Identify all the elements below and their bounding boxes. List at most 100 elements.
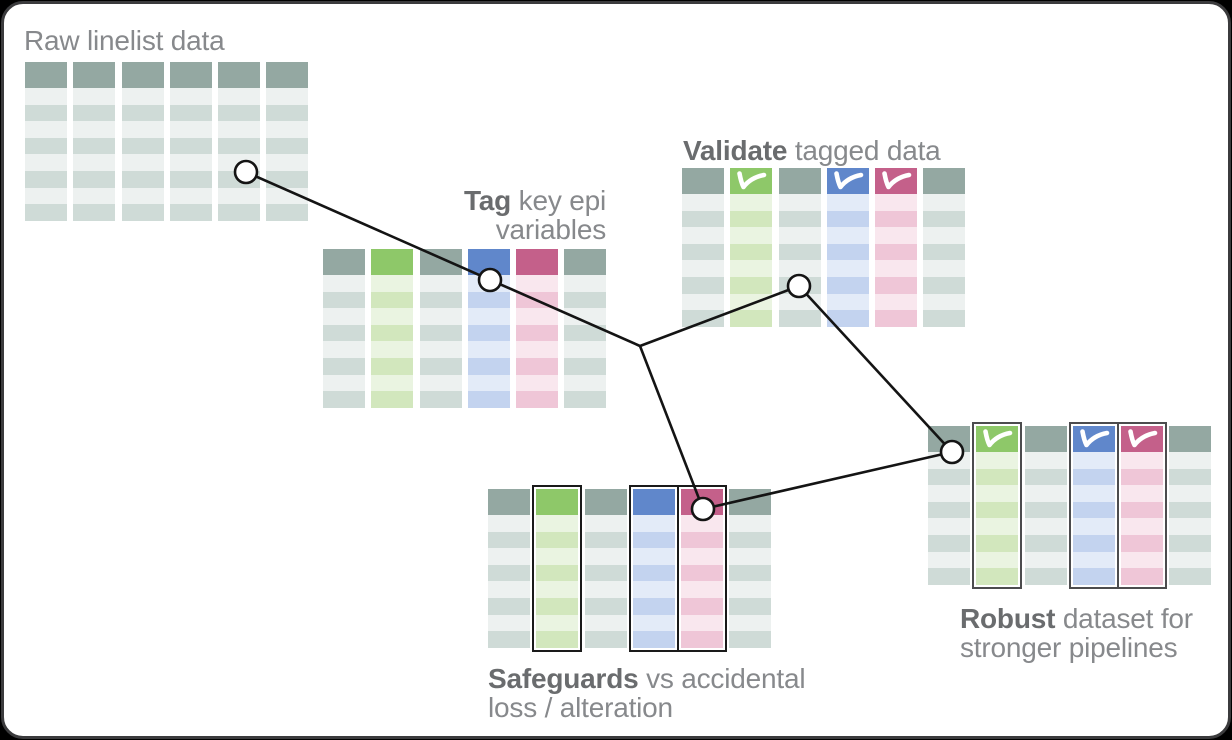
table-row-cell (730, 210, 773, 228)
table-row-cell (1169, 551, 1212, 569)
table-column-blue (628, 485, 679, 652)
column-header-pink (516, 249, 559, 275)
table-row-cell (371, 374, 414, 392)
table-row-cell (584, 564, 627, 582)
table-row-cell (371, 341, 414, 358)
table-row-cell (536, 631, 579, 648)
table-row-cell (632, 614, 675, 632)
table-row-cell (778, 293, 821, 311)
table-row-cell (682, 194, 724, 211)
table-row-cell (730, 243, 773, 261)
caption-text: stronger pipelines (960, 632, 1178, 663)
table-row-cell (875, 194, 918, 211)
caption-text: dataset for (1055, 603, 1193, 634)
table-row-cell (25, 154, 67, 171)
table-row-cell (218, 204, 261, 221)
caption-line: variables (286, 215, 606, 244)
table-row-cell (923, 310, 966, 327)
table-row-cell (1072, 501, 1115, 519)
table-column-pink (516, 249, 559, 408)
table-row-cell (564, 324, 607, 342)
raw-linelist-caption: Raw linelist data (24, 26, 344, 55)
table-row-cell (218, 154, 261, 171)
table-row-cell (371, 357, 414, 375)
safeguards-table (488, 485, 772, 652)
table-row-cell (632, 581, 675, 598)
table-row-cell (73, 204, 116, 221)
table-row-cell (976, 518, 1019, 535)
table-row-cell (826, 310, 869, 327)
robust-dataset-table (928, 422, 1212, 589)
table-row-cell (536, 614, 579, 632)
table-row-cell (1024, 518, 1067, 535)
table-row-cell (1072, 518, 1115, 535)
table-row-cell (419, 391, 462, 408)
table-column-blue (467, 249, 510, 408)
table-row-cell (928, 468, 970, 486)
table-row-cell (681, 515, 724, 532)
table-row-cell (1169, 468, 1212, 486)
table-row-cell (976, 551, 1019, 569)
table-row-cell (923, 227, 966, 244)
table-column-plain (778, 168, 821, 327)
table-row-cell (976, 468, 1019, 486)
table-row-cell (928, 485, 970, 502)
table-row-cell (121, 187, 164, 205)
table-row-cell (169, 104, 212, 122)
table-column-plain (729, 489, 772, 648)
table-row-cell (875, 260, 918, 277)
table-row-cell (419, 275, 462, 292)
table-row-cell (826, 194, 869, 211)
table-row-cell (976, 452, 1019, 469)
table-column-plain (73, 62, 116, 221)
table-row-cell (536, 515, 579, 532)
table-column-plain (564, 249, 607, 408)
table-row-cell (632, 515, 675, 532)
table-row-cell (169, 187, 212, 205)
table-row-cell (730, 194, 773, 211)
column-header-green (371, 249, 414, 275)
table-row-cell (1024, 568, 1067, 585)
table-row-cell (121, 88, 164, 105)
table-row-cell (467, 291, 510, 309)
table-row-cell (488, 531, 530, 549)
table-row-cell (729, 531, 772, 549)
table-row-cell (826, 260, 869, 277)
column-header-green (730, 168, 773, 194)
check-icon (1080, 429, 1110, 448)
check-icon (1128, 429, 1158, 448)
table-row-cell (826, 210, 869, 228)
table-row-cell (875, 293, 918, 311)
table-row-cell (218, 88, 261, 105)
column-header-plain (488, 489, 530, 515)
table-row-cell (323, 357, 365, 375)
table-row-cell (632, 631, 675, 648)
table-column-pink (677, 485, 728, 652)
table-column-green (730, 168, 773, 327)
table-row-cell (419, 324, 462, 342)
table-row-cell (1169, 534, 1212, 552)
column-header-green (976, 426, 1019, 452)
table-row-cell (1169, 485, 1212, 502)
check-icon (882, 171, 912, 190)
table-row-cell (169, 137, 212, 155)
column-header-plain (564, 249, 607, 275)
table-row-cell (729, 614, 772, 632)
table-row-cell (488, 581, 530, 598)
table-row-cell (467, 391, 510, 408)
column-header-plain (323, 249, 365, 275)
table-column-plain (682, 168, 724, 327)
table-column-pink (1117, 422, 1168, 589)
table-column-plain (1169, 426, 1212, 585)
table-row-cell (467, 324, 510, 342)
table-row-cell (419, 341, 462, 358)
table-row-cell (584, 581, 627, 598)
table-row-cell (682, 260, 724, 277)
table-row-cell (488, 564, 530, 582)
table-row-cell (323, 275, 365, 292)
table-row-cell (536, 597, 579, 615)
table-row-cell (875, 227, 918, 244)
column-header-plain (266, 62, 309, 88)
table-row-cell (564, 291, 607, 309)
table-column-pink (875, 168, 918, 327)
